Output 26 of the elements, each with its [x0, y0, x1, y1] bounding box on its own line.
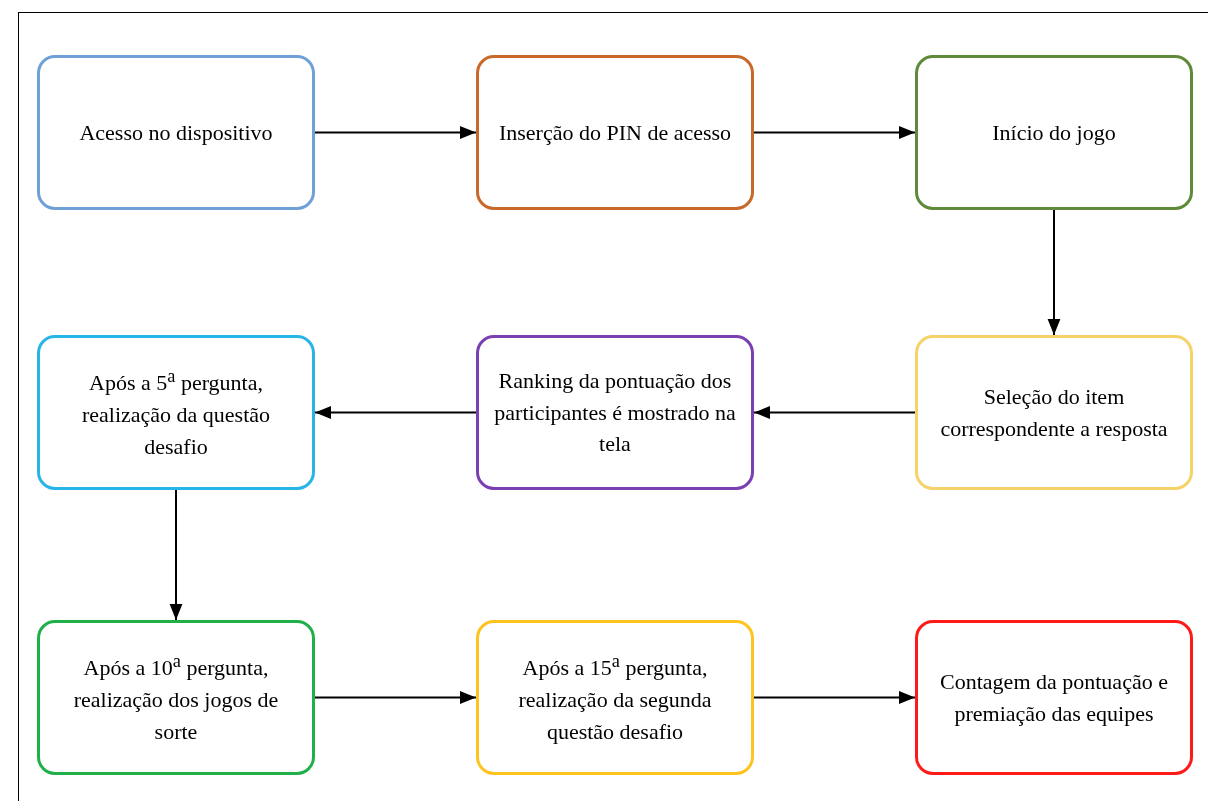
box-text: Após a 5$^{a}$ pergunta, realização da questão desafio	[80, 364, 272, 461]
process-box	[37, 55, 315, 210]
box-text: Ranking da pontuação dos participantes é mostrado na tela	[493, 366, 737, 459]
arrow	[753, 691, 916, 704]
arrow	[169, 489, 183, 621]
process-box	[915, 620, 1193, 775]
process-box	[476, 335, 754, 490]
box-text: Contagem da pontuação e premiação das equipes	[939, 667, 1169, 728]
process-box	[915, 55, 1193, 210]
process-box	[915, 335, 1193, 490]
process-box	[37, 620, 315, 775]
arrow	[1047, 209, 1061, 336]
box-text: Inserção do PIN de acesso	[498, 118, 732, 147]
box-text: Após a 15$^{a}$ pergunta, realização da segunda questão desafio	[517, 649, 713, 746]
box-text: Acesso no dispositivo	[79, 118, 273, 147]
box-text: Seleção do item correspondente a resposta	[939, 382, 1169, 443]
arrow	[753, 406, 916, 419]
arrow	[314, 126, 477, 139]
box-text: Início do jogo	[992, 118, 1116, 147]
arrow	[314, 406, 477, 419]
process-box	[37, 335, 315, 490]
process-box	[476, 55, 754, 210]
box-text: Após a 10$^{a}$ pergunta, realização dos jogos de sorte	[72, 649, 280, 746]
process-box	[476, 620, 754, 775]
arrow	[314, 691, 477, 704]
arrow	[753, 126, 916, 139]
